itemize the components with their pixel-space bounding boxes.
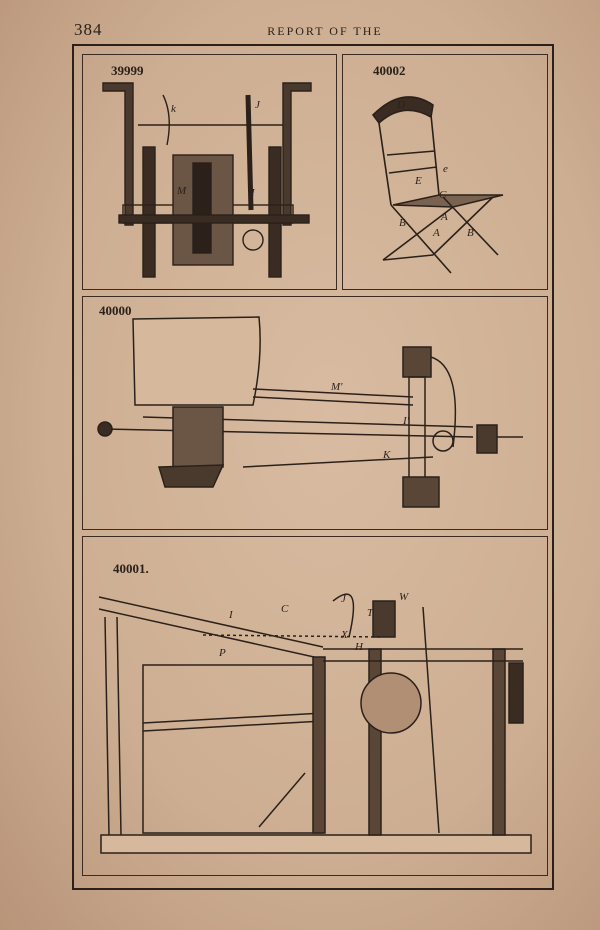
label-h: H — [355, 641, 363, 653]
label-t: T — [367, 607, 374, 619]
label-b-right: B — [467, 227, 474, 239]
label-j: J — [341, 593, 346, 605]
label-e: e — [443, 163, 448, 175]
label-a-lower: A — [433, 227, 440, 239]
running-head: REPORT OF THE — [267, 24, 383, 38]
reel-mechanism-drawing — [102, 82, 312, 278]
figure-40000-panel: 40000 — [82, 296, 548, 530]
label-k: K — [383, 449, 391, 461]
label-e-capital: E — [415, 175, 422, 187]
label-k: k — [171, 103, 176, 115]
label-i: I — [251, 187, 255, 199]
label-c: C — [281, 603, 289, 615]
label-i: I — [229, 609, 233, 621]
page-number: 384 — [74, 20, 103, 39]
bench-machine-drawing — [98, 593, 532, 854]
clamp-tool-drawing — [97, 316, 523, 508]
label-m: M — [177, 185, 187, 197]
figure-number: 40001. — [113, 561, 149, 576]
plate-frame: 39999 k J M — [72, 44, 554, 890]
label-a-upper: A — [441, 211, 448, 223]
figure-number: 40000 — [99, 303, 132, 318]
label-x: X — [341, 629, 348, 641]
figure-40001-panel: 40001. — [82, 536, 548, 876]
folding-chair-drawing — [371, 96, 504, 274]
figure-number: 39999 — [111, 63, 144, 78]
label-j: J — [255, 99, 260, 111]
label-i-prime: I' — [403, 415, 410, 427]
figure-40002-panel: 40002 D e E C B — [342, 54, 548, 290]
label-c: C — [439, 189, 447, 201]
label-p: P — [219, 647, 226, 659]
figure-39999-panel: 39999 k J M — [82, 54, 337, 290]
label-m-prime: M' — [331, 381, 343, 393]
figure-number: 40002 — [373, 63, 406, 78]
label-d: D — [397, 99, 405, 111]
label-b-left: B — [399, 217, 406, 229]
label-w: W — [399, 591, 409, 603]
